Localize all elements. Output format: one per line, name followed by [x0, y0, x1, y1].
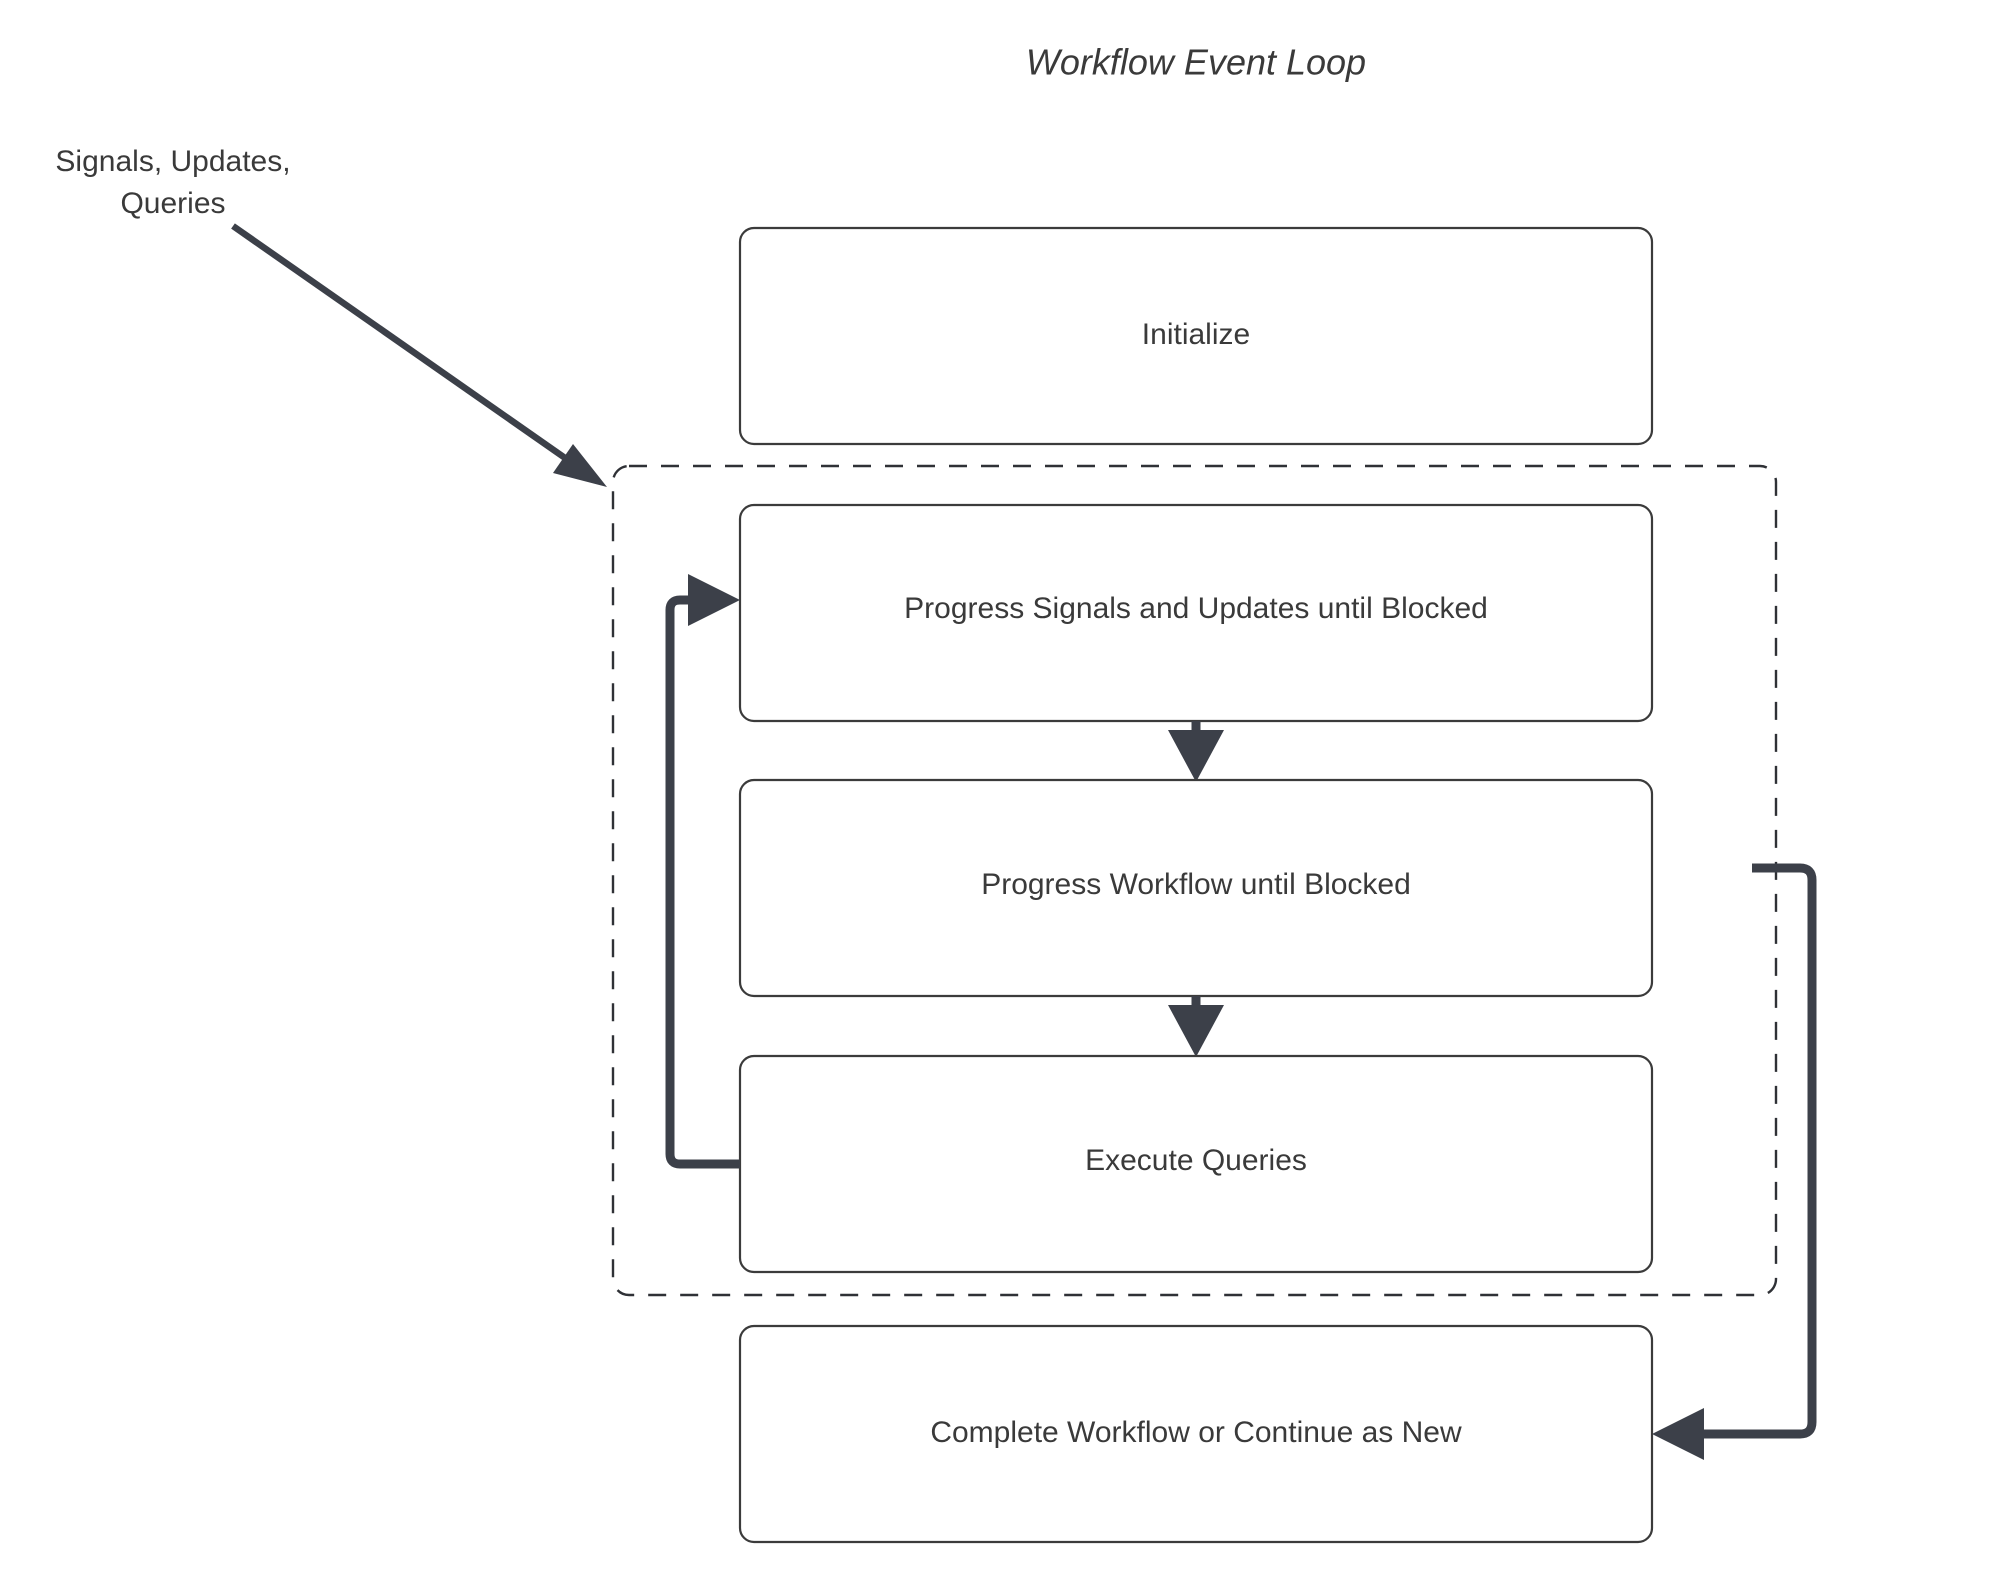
edge-signals-to-workflow — [1168, 721, 1224, 782]
external-input-arrow — [231, 223, 607, 487]
node-progress-workflow[interactable]: Progress Workflow until Blocked — [738, 778, 1654, 998]
node-initialize-shape[interactable] — [738, 226, 1654, 446]
node-execute-queries[interactable]: Execute Queries — [738, 1054, 1654, 1274]
node-initialize-label: Initialize — [1142, 318, 1250, 351]
node-progress-workflow-label: Progress Workflow until Blocked — [981, 868, 1411, 901]
edge-loop-exit-to-complete — [1652, 863, 1817, 1460]
page-title: Workflow Event Loop — [1026, 42, 1366, 83]
node-progress-signals[interactable]: Progress Signals and Updates until Block… — [738, 503, 1654, 723]
node-complete-workflow[interactable]: Complete Workflow or Continue as New — [738, 1324, 1654, 1544]
event-loop-group-container — [611, 464, 1778, 1297]
external-input-label-line2: Queries — [120, 187, 225, 220]
node-complete-workflow-shape[interactable] — [738, 1324, 1654, 1544]
node-progress-signals-label: Progress Signals and Updates until Block… — [904, 592, 1488, 625]
node-initialize[interactable]: Initialize — [738, 226, 1654, 446]
edge-workflow-to-queries — [1168, 996, 1224, 1057]
edge-queries-loop-back — [665, 574, 740, 1169]
node-execute-queries-label: Execute Queries — [1085, 1144, 1307, 1177]
external-input-label-line1: Signals, Updates, — [55, 145, 290, 178]
node-complete-workflow-label: Complete Workflow or Continue as New — [930, 1416, 1462, 1449]
